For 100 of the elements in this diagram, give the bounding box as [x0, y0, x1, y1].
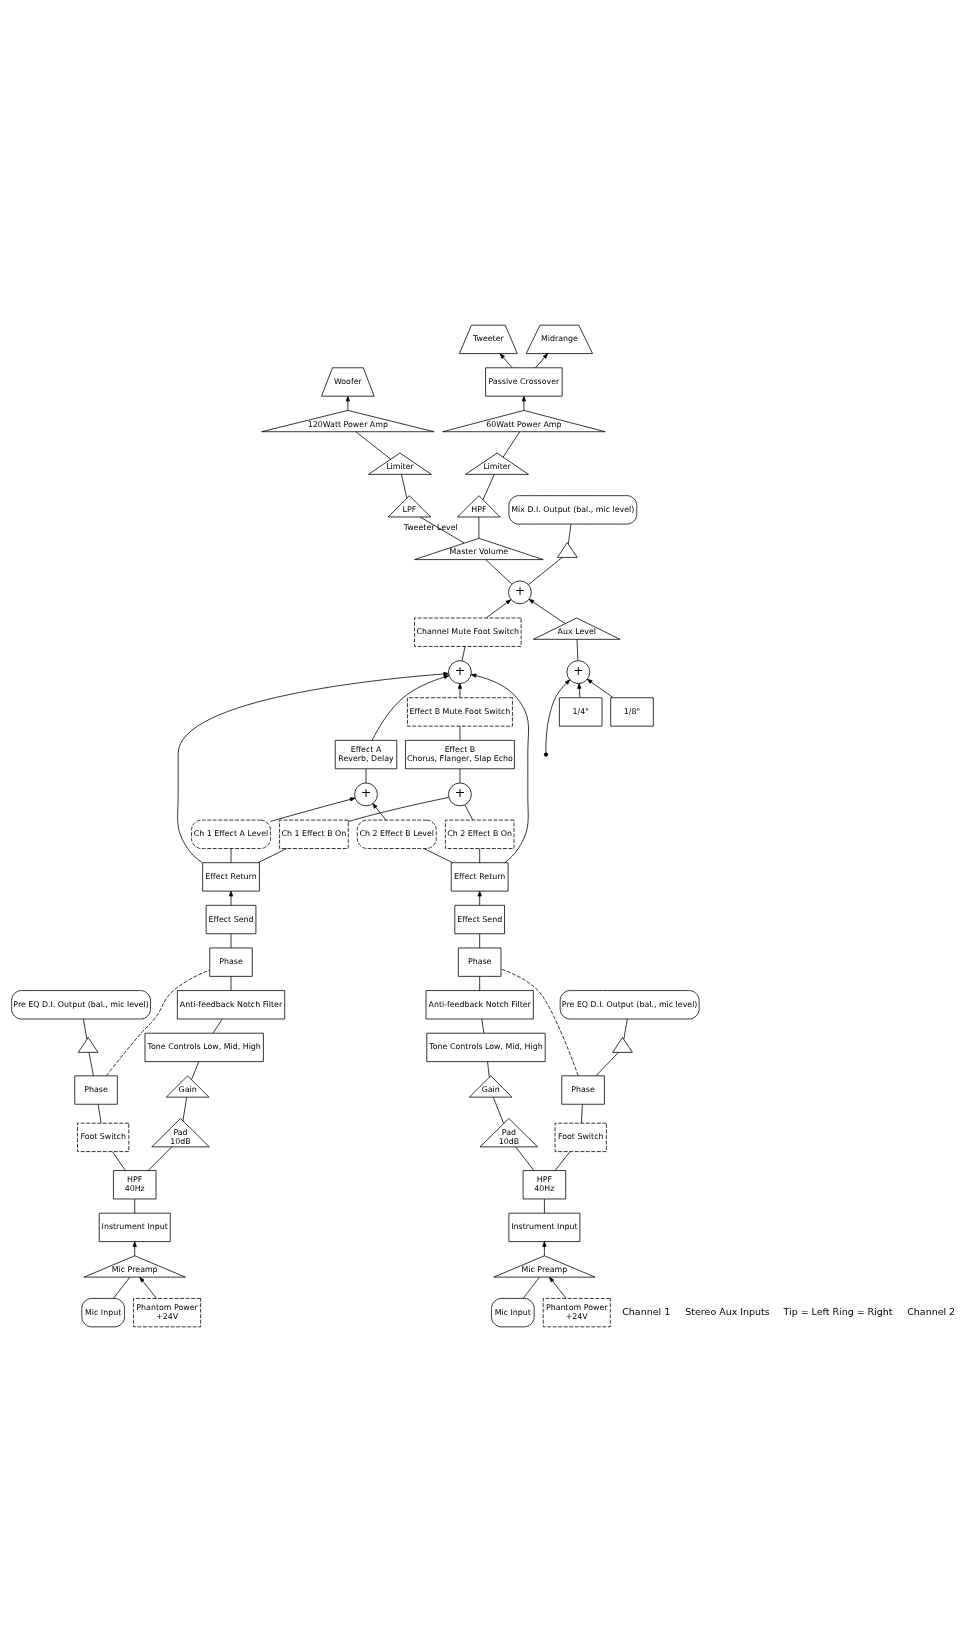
connector — [595, 1051, 619, 1076]
connector — [113, 1276, 131, 1299]
node-box: Effect Return — [202, 861, 260, 891]
node-circle: + — [448, 782, 472, 806]
connector — [182, 1096, 187, 1121]
connector — [365, 768, 367, 783]
node-circle: + — [354, 782, 378, 806]
node-box: Phase — [74, 1074, 118, 1105]
node-box: Foot Switch — [554, 1122, 607, 1152]
connector — [528, 556, 563, 585]
connector — [485, 558, 513, 584]
connector — [106, 969, 211, 1076]
connector — [134, 1198, 136, 1214]
node-box: Foot Switch — [77, 1122, 130, 1152]
node-box: Anti-feedback Notch Filter — [425, 989, 534, 1019]
node-box: Ch 1 Effect A Level — [191, 819, 271, 849]
node-box: Pre EQ D.I. Output (bal., mic level) — [11, 989, 151, 1019]
connector — [347, 796, 450, 822]
node-box: Tone Controls Low, Mid, High — [144, 1032, 264, 1062]
node-box: Effect Send — [454, 904, 505, 934]
node-box: 1/4" — [559, 696, 603, 727]
node-box: Phantom Power +24V — [542, 1297, 611, 1327]
node-box: Mix D.I. Output (bal., mic level) — [508, 494, 638, 524]
connector — [478, 516, 480, 539]
arrow — [477, 890, 482, 906]
connector — [502, 430, 521, 458]
connector — [112, 1150, 126, 1171]
connector — [567, 523, 572, 544]
node-box: Anti-feedback Notch Filter — [176, 989, 286, 1019]
node-box: Ch 2 Effect B Level — [356, 819, 437, 849]
node-triangle — [557, 541, 578, 558]
node-box: Instrument Input — [508, 1212, 581, 1242]
arrow — [228, 890, 234, 906]
connector — [355, 430, 392, 459]
connector — [515, 1146, 535, 1171]
node-box: Mic Input — [491, 1297, 535, 1327]
connector — [88, 1051, 94, 1076]
arrow — [270, 796, 356, 822]
arrow — [345, 395, 350, 411]
connector — [212, 1018, 223, 1034]
node-box: Phase — [209, 947, 253, 977]
node-box: Channel Mute Foot Switch — [414, 617, 522, 647]
connector — [581, 1103, 583, 1123]
connector — [459, 768, 461, 783]
connector — [230, 975, 232, 991]
connector — [481, 1018, 485, 1034]
node-triangle — [612, 1036, 633, 1053]
connector — [492, 1096, 505, 1124]
node-box: Ch 2 Effect B On — [444, 819, 515, 849]
node-triangle — [77, 1036, 99, 1053]
label: Channel 1 — [622, 1305, 671, 1317]
node-box: Effect Send — [205, 904, 257, 934]
connector — [479, 933, 481, 948]
connector — [419, 516, 465, 543]
connector — [191, 1060, 200, 1080]
connector — [83, 1018, 88, 1039]
node-box: Effect B Mute Foot Switch — [407, 696, 513, 727]
connector — [482, 473, 495, 500]
arrow — [587, 678, 614, 698]
node-box: Mic Input — [81, 1297, 125, 1327]
node-box: HPF 40Hz — [113, 1169, 157, 1199]
arrow — [528, 598, 566, 624]
node-box: Effect A Reverb, Delay — [334, 739, 398, 769]
label: Channel 2 — [907, 1305, 956, 1317]
connector — [230, 847, 232, 863]
connector — [623, 1018, 628, 1039]
node-circle: + — [508, 580, 532, 604]
node-label: Tweeter Level — [403, 522, 458, 532]
arrow — [521, 395, 526, 411]
arrow — [139, 1276, 157, 1299]
node-box: Phantom Power +24V — [133, 1297, 202, 1327]
connector — [423, 847, 453, 863]
connector — [522, 1276, 540, 1299]
arrow — [132, 1240, 137, 1256]
arrow — [535, 352, 548, 368]
connector — [479, 847, 481, 863]
arrow — [545, 678, 571, 753]
arrow — [470, 673, 529, 863]
node-box: HPF 40Hz — [522, 1169, 567, 1199]
connector — [479, 975, 481, 991]
node-box: Effect B Chorus, Flanger, Slap Echo — [405, 739, 515, 769]
connector — [554, 1150, 571, 1171]
connector — [464, 803, 474, 820]
connector — [500, 968, 579, 1076]
label: Tip = Left Ring = Right — [783, 1305, 893, 1317]
node-box: Passive Crossover — [485, 366, 563, 397]
arrow — [457, 682, 462, 698]
arrow — [371, 674, 450, 741]
node-box: 1/8" — [610, 696, 654, 727]
node-box: Instrument Input — [98, 1212, 171, 1242]
arrow — [485, 598, 512, 618]
node-box: Phase — [457, 947, 502, 977]
arrow — [499, 352, 513, 368]
arrow — [549, 1276, 567, 1299]
connector — [257, 847, 288, 863]
connector — [459, 725, 461, 741]
connector — [97, 1103, 102, 1123]
arrow — [372, 802, 387, 820]
connector — [461, 645, 466, 661]
connector — [147, 1146, 173, 1171]
